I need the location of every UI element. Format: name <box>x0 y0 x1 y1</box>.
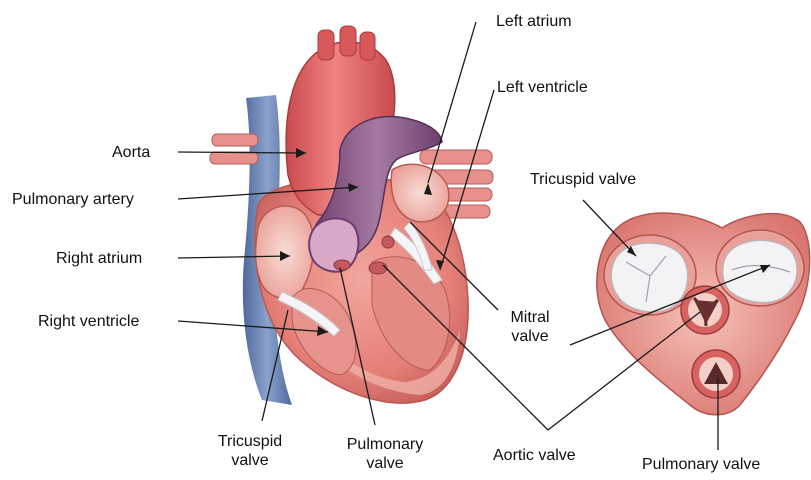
heart-illustration <box>210 26 493 405</box>
label-pulmonary-bottom-line2: valve <box>330 454 440 473</box>
right-atrium-chamber <box>256 206 314 298</box>
label-tricuspid-bottom-line2: valve <box>200 451 300 470</box>
label-left-atrium: Left atrium <box>496 12 572 31</box>
label-pulmonary-artery: Pulmonary artery <box>12 190 134 209</box>
label-left-ventricle: Left ventricle <box>497 78 588 97</box>
mitral-valve-leaflets <box>723 240 797 302</box>
pulmonary-opening <box>309 218 358 271</box>
label-mitral-line1: Mitral <box>500 308 560 327</box>
label-pulmonary-valve-bottom: Pulmonary valve <box>330 435 440 473</box>
label-aorta: Aorta <box>112 143 150 162</box>
label-aortic-valve: Aortic valve <box>493 446 576 465</box>
label-tricuspid-bottom-line1: Tricuspid <box>200 432 300 451</box>
valve-cross-section <box>597 213 810 415</box>
label-tricuspid-valve-bottom: Tricuspid valve <box>200 432 300 470</box>
label-right-ventricle: Right ventricle <box>38 312 139 331</box>
aortic-branches <box>318 26 375 60</box>
label-right-atrium: Right atrium <box>56 249 142 268</box>
label-mitral-line2: valve <box>500 327 560 346</box>
label-pulmonary-valve-right: Pulmonary valve <box>642 455 760 474</box>
label-pulmonary-bottom-line1: Pulmonary <box>330 435 440 454</box>
label-mitral-valve: Mitral valve <box>500 308 560 346</box>
label-tricuspid-valve-right: Tricuspid valve <box>530 170 636 189</box>
